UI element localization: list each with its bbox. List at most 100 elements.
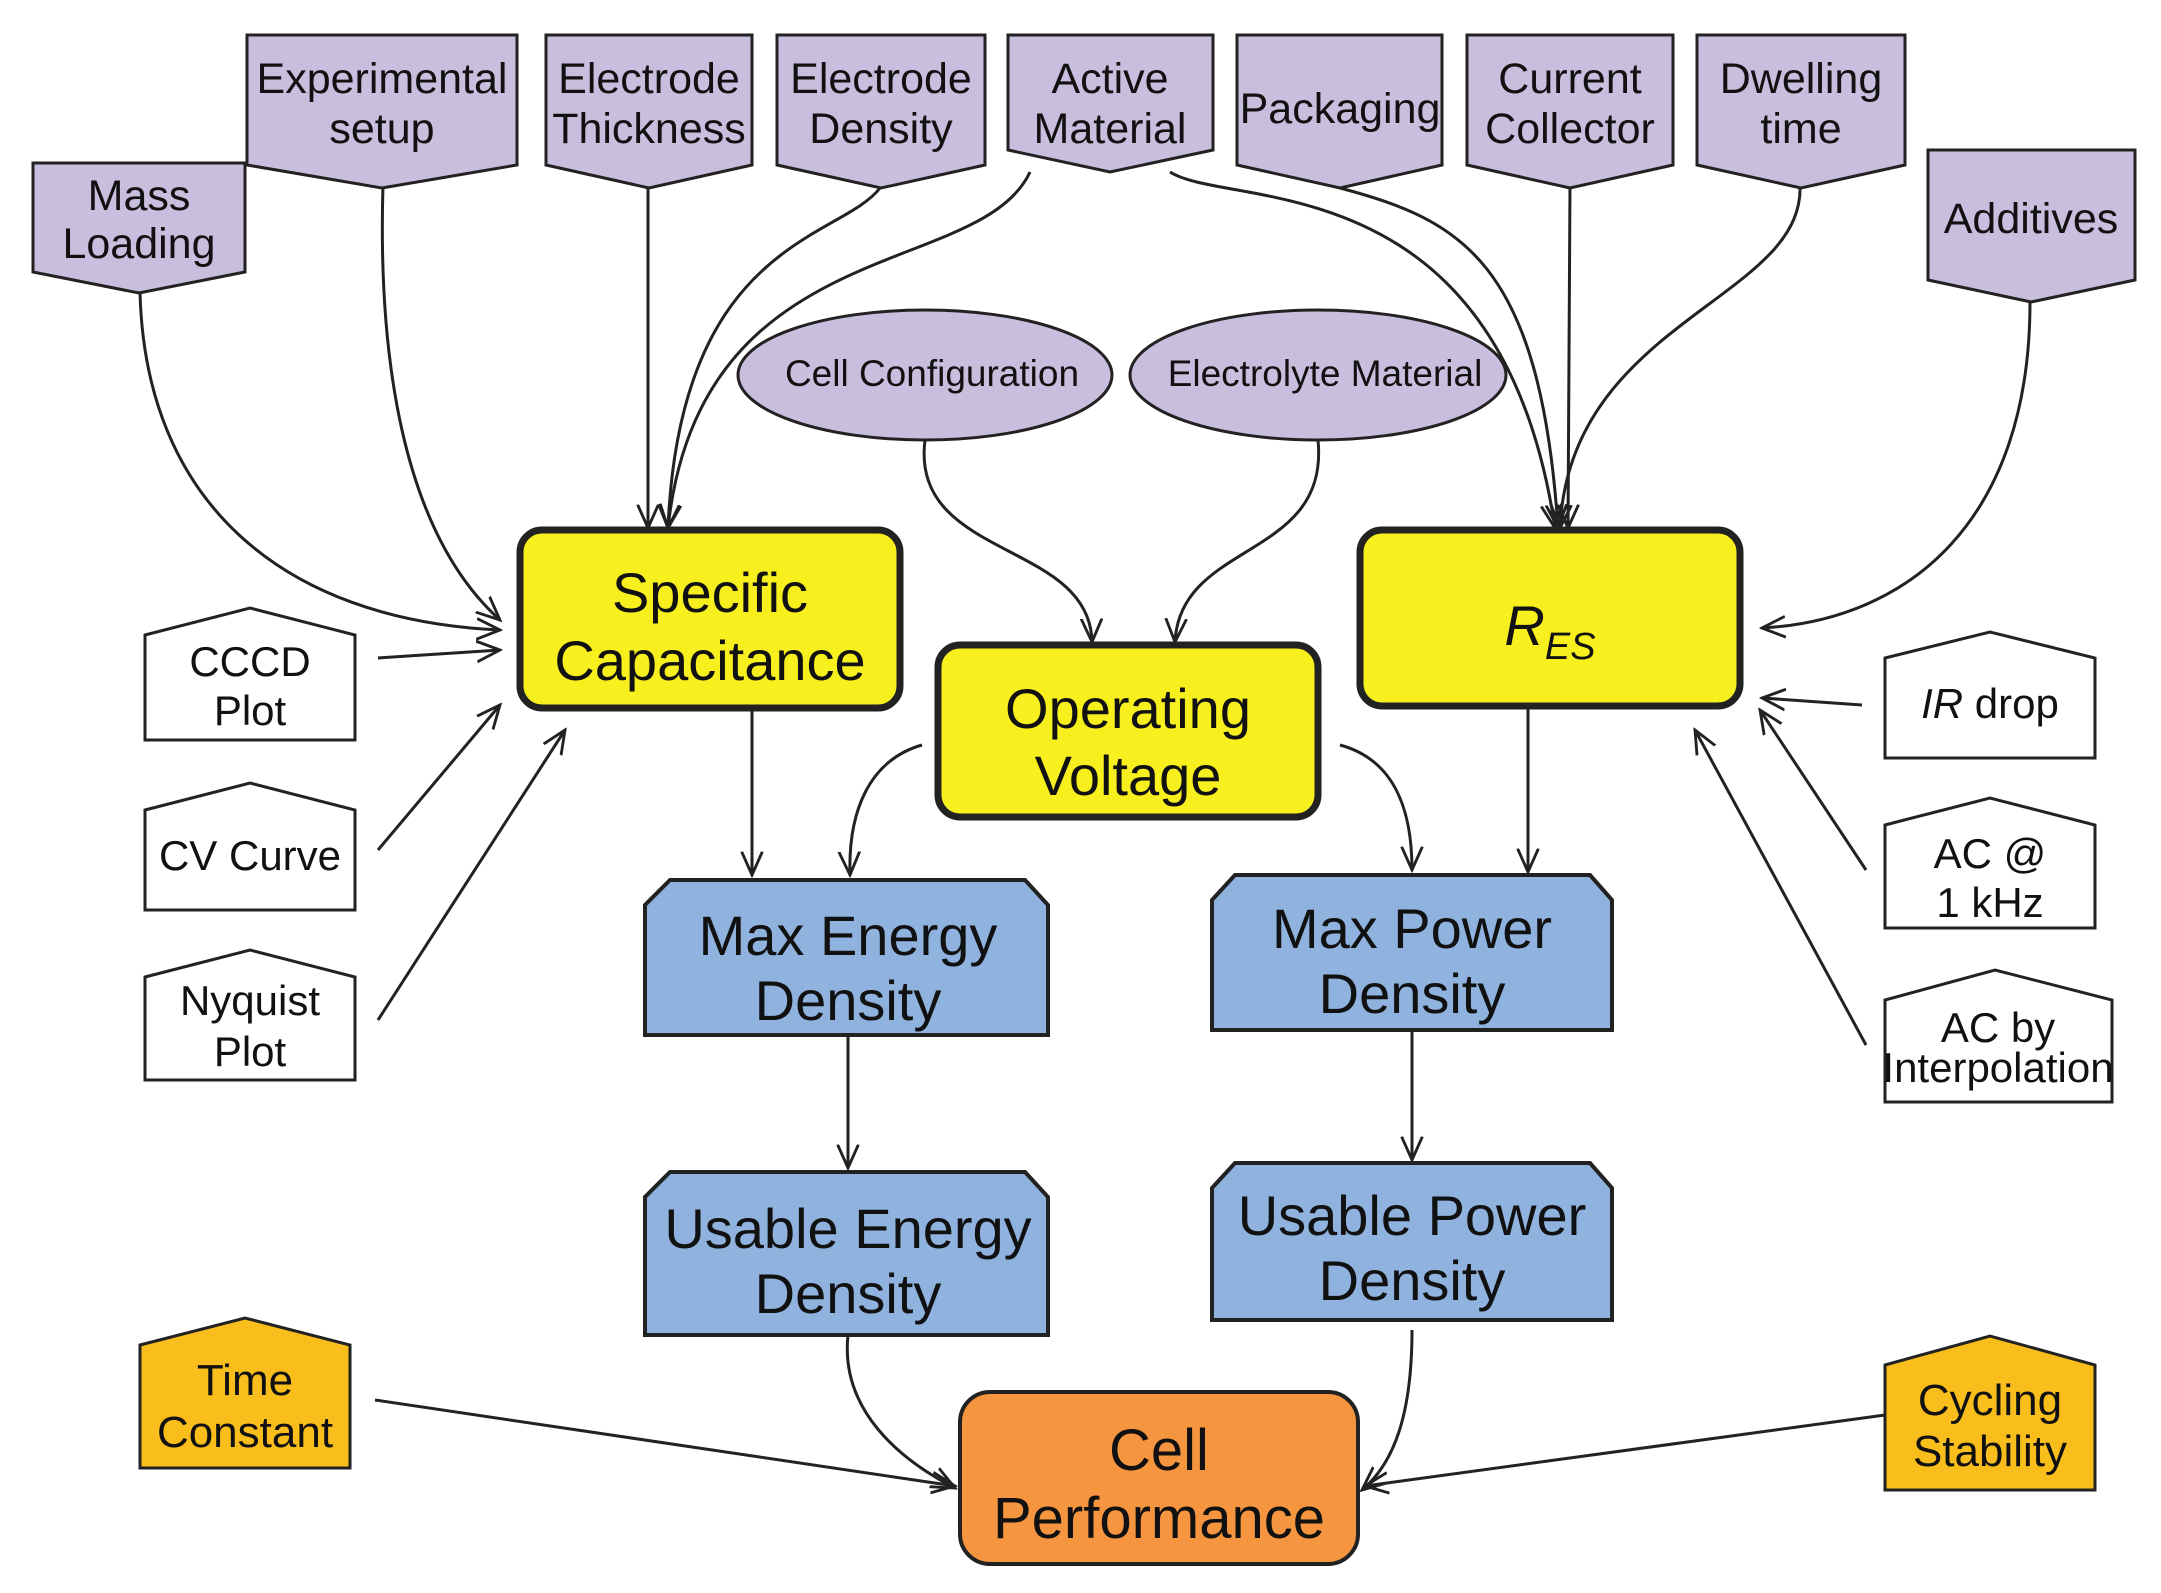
factor-additives-line-1: Additives (1944, 195, 2118, 243)
factor-boxes: Mass Loading Experimental setup Electrod… (31, 33, 2137, 304)
node-res: RES (1356, 526, 1744, 710)
max-energy-density-line-2: Density (755, 969, 942, 1032)
usable-energy-density-line-2: Density (755, 1262, 942, 1325)
ellipse-cell-configuration: Cell Configuration (736, 308, 1114, 442)
usable-power-density-line-1: Usable Power (1238, 1184, 1587, 1247)
edge-usable-energy-to-cell-performance (845, 1334, 955, 1488)
ac-interpolation-line-2: Interpolation (1882, 1044, 2113, 1091)
cell-performance-line-2: Performance (993, 1486, 1325, 1551)
factor-experimental-setup-line-2: setup (329, 105, 434, 153)
edge-usable-power-to-cell-performance (1362, 1329, 1414, 1490)
factor-active-material-line-1: Active (1051, 55, 1168, 103)
factor-mass-loading: Mass Loading (31, 161, 247, 295)
method-nyquist-plot: Nyquist Plot (143, 948, 357, 1082)
metric-boxes: Max Energy Density Max Power Density Usa… (643, 873, 1614, 1337)
cycling-stability-line-2: Stability (1913, 1427, 2067, 1476)
usable-energy-density-line-1: Usable Energy (664, 1197, 1031, 1260)
factor-experimental-setup-line-1: Experimental (257, 55, 508, 103)
factor-mass-loading-line-2: Loading (62, 220, 215, 268)
method-ac-1khz: AC @ 1 kHz (1883, 796, 2097, 930)
ellipse-electrolyte-material: Electrolyte Material (1128, 308, 1508, 442)
cell-performance-line-1: Cell (1109, 1418, 1209, 1483)
edge-electrode-density-to-specific-capacitance (668, 187, 882, 528)
nyquist-plot-line-2: Plot (214, 1028, 287, 1075)
factor-experimental-setup: Experimental setup (245, 33, 519, 190)
node-operating-voltage: Operating Voltage (934, 641, 1322, 821)
factor-additives: Additives (1926, 148, 2137, 304)
node-specific-capacitance: Specific Capacitance (516, 526, 904, 712)
metric-usable-energy-density: Usable Energy Density (643, 1170, 1050, 1337)
factor-electrode-density: Electrode Density (775, 33, 987, 190)
operating-voltage-line-1: Operating (1005, 677, 1251, 740)
ellipse-nodes: Cell Configuration Electrolyte Material (736, 308, 1508, 442)
ac-interpolation-line-1: AC by (1941, 1004, 2055, 1051)
node-cell-performance: Cell Performance (958, 1390, 1360, 1566)
metric-max-energy-density: Max Energy Density (643, 878, 1050, 1037)
res-main-symbol: R (1504, 594, 1544, 657)
factor-electrode-thickness: Electrode Thickness (544, 33, 754, 190)
edge-cv-curve-to-specific-capacitance (376, 705, 500, 851)
res-label: RES (1504, 594, 1595, 668)
cccd-plot-line-2: Plot (214, 687, 287, 734)
factor-current-collector: Current Collector (1465, 33, 1675, 190)
method-ir-drop: IR drop (1883, 630, 2097, 760)
edge-ac-interpolation-to-res (1695, 730, 1868, 1046)
edge-active-material-to-res (1169, 170, 1555, 528)
usable-power-density-line-2: Density (1319, 1249, 1506, 1312)
ellipse-electrolyte-material-label: Electrolyte Material (1168, 353, 1483, 394)
ir-drop-rest-part: drop (1963, 680, 2059, 727)
factor-electrode-thickness-line-2: Thickness (552, 105, 746, 153)
edge-operating-voltage-to-max-power (1339, 743, 1412, 870)
nyquist-plot-line-1: Nyquist (180, 977, 320, 1024)
ac-1khz-line-1: AC @ (1934, 830, 2047, 877)
ellipse-cell-configuration-label: Cell Configuration (785, 353, 1079, 394)
edge-operating-voltage-to-max-energy (850, 743, 923, 875)
res-subscript: ES (1545, 626, 1596, 668)
operating-voltage-line-2: Voltage (1035, 744, 1222, 807)
factor-dwelling-time-line-1: Dwelling (1720, 55, 1883, 103)
method-ac-interpolation: AC by Interpolation (1882, 968, 2114, 1104)
right-method-boxes: IR drop AC @ 1 kHz AC by Interpolation (1882, 630, 2114, 1104)
time-constant-line-1: Time (197, 1356, 293, 1405)
time-constant-line-2: Constant (157, 1408, 333, 1457)
edge-ir-drop-to-res (1762, 698, 1863, 705)
ac-1khz-line-2: 1 kHz (1936, 879, 2043, 926)
ir-drop-italic-part: IR (1921, 680, 1963, 727)
edge-electrolyte-material-to-operating-voltage (1175, 439, 1321, 642)
specific-capacitance-line-2: Capacitance (554, 629, 865, 692)
edge-mass-loading-to-specific-capacitance (138, 291, 500, 630)
metric-usable-power-density: Usable Power Density (1210, 1161, 1614, 1322)
metric-max-power-density: Max Power Density (1210, 873, 1614, 1032)
factor-mass-loading-line-1: Mass (88, 172, 191, 220)
edge-dwelling-time-to-res (1560, 184, 1802, 528)
edge-time-constant-to-cell-performance (374, 1398, 955, 1486)
factor-dwelling-time: Dwelling time (1695, 33, 1907, 190)
edge-nyquist-plot-to-specific-capacitance (376, 730, 565, 1021)
cycling-stability-line-1: Cycling (1918, 1376, 2062, 1425)
node-cycling-stability: Cycling Stability (1883, 1334, 2097, 1492)
factor-dwelling-time-line-2: time (1760, 105, 1841, 153)
edge-additives-to-res (1762, 301, 2032, 628)
edge-cell-configuration-to-operating-voltage (922, 439, 1092, 642)
factor-electrode-thickness-line-1: Electrode (558, 55, 740, 103)
specific-capacitance-line-1: Specific (612, 561, 808, 624)
factor-electrode-density-line-1: Electrode (790, 55, 972, 103)
factor-packaging: Packaging (1235, 33, 1444, 190)
edge-packaging-to-res (1339, 186, 1558, 528)
bottom-row: Time Constant Cell Performance Cycling S… (138, 1316, 2097, 1566)
factor-active-material-line-2: Material (1034, 105, 1187, 153)
ir-drop-label: IR drop (1921, 680, 2059, 727)
factor-active-material: Active Material (1006, 33, 1215, 174)
edge-active-material-to-specific-capacitance (668, 171, 1032, 528)
edge-ac-1khz-to-res (1760, 710, 1868, 871)
method-cv-curve: CV Curve (143, 781, 357, 912)
edges (138, 170, 2032, 1490)
edge-cycling-stability-to-cell-performance (1365, 1413, 1886, 1486)
cv-curve-line-1: CV Curve (159, 832, 341, 879)
left-method-boxes: CCCD Plot CV Curve Nyquist Plot (143, 606, 357, 1082)
max-power-density-line-2: Density (1319, 962, 1506, 1025)
max-power-density-line-1: Max Power (1272, 897, 1552, 960)
edge-cccd-plot-to-specific-capacitance (377, 650, 500, 658)
node-time-constant: Time Constant (138, 1316, 352, 1470)
